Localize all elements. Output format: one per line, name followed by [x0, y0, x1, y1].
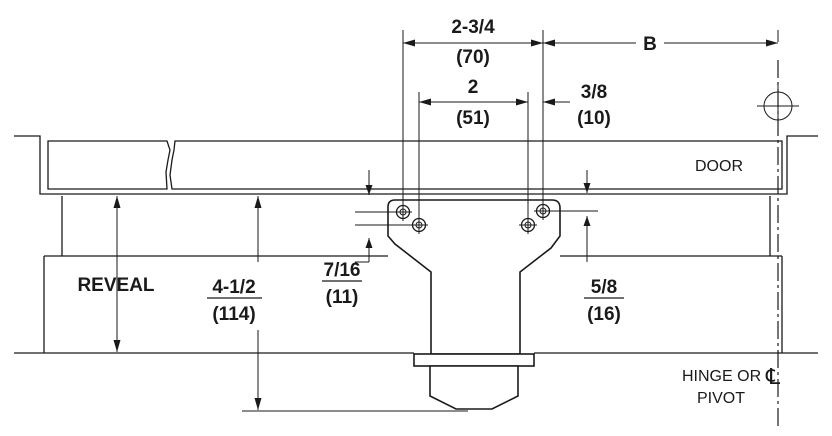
- screw-hole: [410, 216, 428, 234]
- dim-right-frac: 3/8: [581, 82, 607, 103]
- dim-plate-frac: 5/8: [591, 277, 617, 298]
- dim-small-frac: 7/16: [324, 260, 361, 281]
- closer-body: [387, 199, 561, 410]
- screw-hole: [394, 203, 412, 221]
- dim-mid-mm: (51): [456, 108, 490, 129]
- screw-holes: [394, 202, 552, 234]
- dim-right-mm: (10): [577, 108, 611, 129]
- hinge-label-line2: PIVOT: [697, 390, 745, 407]
- fraction-bars: [207, 280, 624, 299]
- dim-height-frac: 4-1/2: [212, 277, 255, 298]
- dim-top-frac: 2-3/4: [451, 17, 495, 38]
- hinge-label-line1: HINGE OR: [682, 368, 761, 385]
- dim-plate-mm: (16): [587, 304, 621, 325]
- pivot-centerline: [757, 60, 799, 428]
- extension-lines: [242, 30, 779, 412]
- frame-outline: [14, 135, 818, 354]
- dim-height-mm: (114): [212, 304, 255, 325]
- dimension-lines: [113, 39, 778, 410]
- centerline-symbol: ℄: [765, 364, 781, 389]
- door-panel: [47, 140, 171, 190]
- screw-hole: [519, 216, 537, 234]
- dim-top-mm: (70): [456, 47, 490, 68]
- dimension-labels: 2-3/4 (70) B 2 (51) 3/8 (10) DOOR REVEAL…: [77, 17, 781, 407]
- reveal-label: REVEAL: [77, 275, 154, 296]
- dim-b: B: [643, 34, 657, 55]
- door-label: DOOR: [695, 158, 743, 175]
- dim-small-mm: (11): [326, 287, 359, 308]
- screw-hole: [534, 202, 552, 220]
- dim-mid-frac: 2: [468, 77, 479, 98]
